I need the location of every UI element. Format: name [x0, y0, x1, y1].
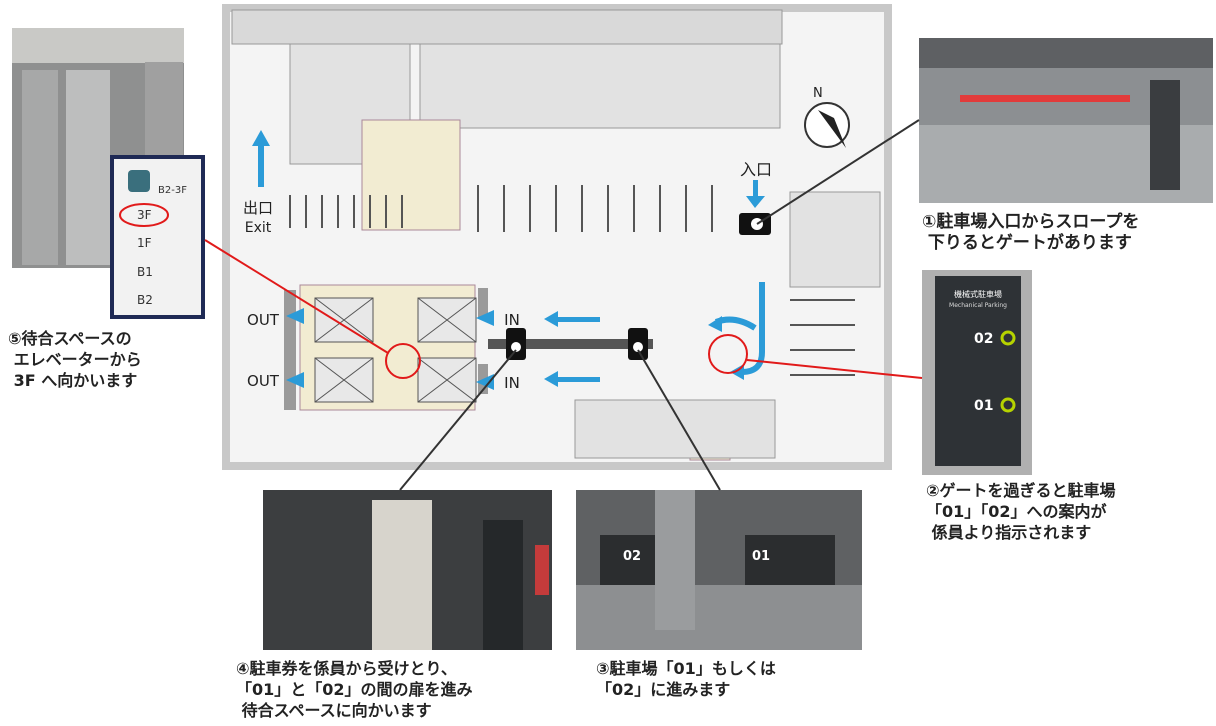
elevator-box-cross — [314, 357, 374, 403]
connector-step-4 — [399, 349, 517, 491]
sign-floor-3f: 3F — [137, 208, 152, 222]
map-structure-top — [231, 9, 783, 45]
parking-bay-01 — [745, 535, 835, 585]
photo-elevator-door — [66, 70, 110, 265]
photo-gate — [919, 38, 1213, 203]
camera-icon-lens — [633, 342, 643, 352]
flow-arrows — [252, 130, 765, 390]
elevator-sign-board — [114, 159, 201, 315]
conveyor-track — [488, 339, 653, 349]
sign-3f-marker — [119, 203, 169, 227]
connector-step-2 — [746, 359, 923, 379]
photo-elevator-door — [22, 70, 58, 265]
connector-lines — [204, 119, 923, 491]
step-1-caption: ①駐車場入口からスロープを 下りるとゲートがあります — [922, 212, 1140, 253]
elevator-box-cross — [314, 297, 374, 343]
lane-sign-02-indicator — [1000, 330, 1016, 346]
sign-floor-range: B2-3F — [158, 185, 187, 196]
photo-corridor — [263, 490, 552, 650]
sign-floor-b2: B2 — [137, 293, 153, 307]
gate-barrier — [960, 95, 1130, 102]
photo-gate-ceiling — [919, 38, 1213, 68]
in-label-upper: IN — [504, 311, 520, 329]
gate-guidance-marker — [708, 334, 748, 374]
connector-step-1 — [756, 119, 920, 225]
connector-step-5 — [204, 239, 389, 354]
step-4-caption: ④駐車券を係員から受けとり、 「01」と「02」の間の扉を進み 待合スペースに向… — [236, 659, 473, 720]
compass-icon: N — [804, 86, 850, 148]
elevator-sign-icon — [128, 170, 150, 192]
wall-hatched — [284, 290, 296, 410]
corridor-passage — [372, 500, 432, 650]
out-label-upper: OUT — [247, 311, 280, 329]
connector-step-3 — [637, 349, 721, 491]
gate-machine — [1150, 80, 1180, 190]
step-3-caption: ③駐車場「01」もしくは 「02」に進みます — [596, 659, 776, 699]
step-2-caption: ②ゲートを過ぎると駐車場 「01」「02」への案内が 係員より指示されます — [926, 481, 1116, 542]
exit-label-jp: 出口 — [243, 199, 273, 217]
camera-markers — [506, 213, 771, 360]
parking-pillar — [655, 490, 695, 630]
exit-label-en: Exit — [245, 220, 272, 236]
corridor-machine — [483, 520, 523, 650]
photo-elevator: B2-3F 3F 1F B1 B2 — [12, 28, 205, 319]
photo-lane-sign: 機械式駐車場 Mechanical Parking 02 01 — [922, 270, 1032, 475]
sign-floor-b1: B1 — [137, 265, 153, 279]
lane-sign-02: 02 — [974, 331, 993, 347]
photo-parking-lanes: 02 01 — [576, 490, 862, 650]
photo-elevator-ceiling — [12, 28, 184, 63]
parking-stalls-top — [289, 185, 713, 232]
sign-floor-1f: 1F — [137, 236, 152, 250]
parking-floor — [576, 585, 862, 650]
lane-sign-01: 01 — [974, 398, 993, 414]
lane-sign-board — [935, 276, 1021, 466]
waiting-elevator-marker — [385, 343, 421, 379]
map-structure-right — [789, 191, 881, 288]
photo-gate-floor — [919, 125, 1213, 203]
photo-lane-02-label: 02 — [623, 549, 641, 564]
wall-hatched — [478, 288, 488, 318]
map-core-upper — [361, 119, 461, 231]
elevator-box-cross — [417, 297, 477, 343]
step-5-caption: ⑤待合スペースの エレベーターから 3F へ向かいます — [8, 329, 142, 390]
map-structure-bottom — [574, 399, 776, 459]
lane-sign-title-en: Mechanical Parking — [949, 302, 1007, 309]
camera-icon-lens — [511, 342, 521, 352]
compass-north-label: N — [813, 86, 823, 101]
lane-sign-01-indicator — [1000, 397, 1016, 413]
lane-sign-title-jp: 機械式駐車場 — [954, 289, 1002, 299]
map-structure-top-right — [419, 43, 781, 129]
photo-lane-01-label: 01 — [752, 549, 770, 564]
parking-stalls-right — [790, 299, 855, 376]
corridor-red-panel — [535, 545, 549, 595]
floor-map: 入口 出口 Exit OUT OUT IN IN N — [222, 4, 892, 470]
elevator-box-cross — [417, 357, 477, 403]
in-label-lower: IN — [504, 374, 520, 392]
entrance-label: 入口 — [740, 160, 772, 179]
out-label-lower: OUT — [247, 372, 280, 390]
